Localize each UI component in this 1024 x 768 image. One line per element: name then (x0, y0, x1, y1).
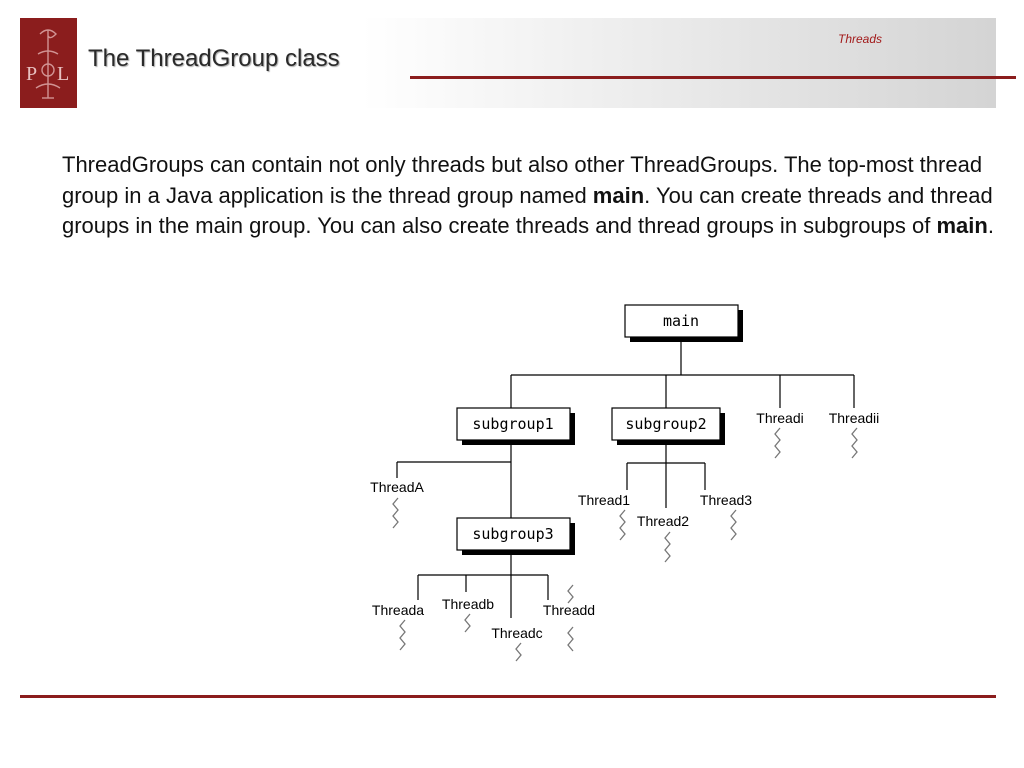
crest-icon: P L (26, 29, 69, 99)
group-box-main: main (624, 304, 743, 342)
squiggle-threadi (774, 427, 781, 459)
tree-connectors (396, 338, 855, 618)
thread-label-threada: Threada (372, 602, 424, 618)
logo-letter-p: P (26, 63, 37, 85)
section-label: Threads (838, 32, 883, 46)
group-box-subgroup1: subgroup1 (456, 407, 575, 445)
group-label-subgroup3: subgroup3 (472, 525, 553, 543)
description-text-1: ThreadGroups can contain not only thread… (62, 152, 983, 208)
squiggle-threadii (851, 427, 858, 459)
thread-label-threadii: Threadii (829, 410, 880, 426)
group-label-subgroup1: subgroup1 (472, 415, 553, 433)
thread-label-threadc: Threadc (491, 625, 542, 641)
group-label-main: main (663, 312, 699, 330)
header-divider (410, 76, 1016, 79)
thread-label-thread2: Thread2 (637, 513, 689, 529)
squiggle-threadA (392, 497, 399, 529)
main-keyword-2: main (936, 213, 988, 238)
thread-squiggles (392, 427, 858, 662)
thread-label-threadi: Threadi (756, 410, 803, 426)
squiggle-threada (399, 619, 406, 651)
description-text-3: . (987, 213, 994, 238)
main-keyword-1: main (592, 182, 645, 208)
thread-label-threadb: Threadb (442, 596, 494, 612)
thread-label-thread3: Thread3 (700, 492, 752, 508)
squiggle-thread3 (730, 509, 737, 541)
logo-letter-l: L (57, 63, 69, 85)
description-paragraph: ThreadGroups can contain not only thread… (62, 150, 1002, 242)
squiggle-thread2 (664, 531, 671, 563)
squiggle-thread1 (619, 509, 626, 541)
thread-label-threadd: Threadd (543, 602, 595, 618)
group-box-subgroup2: subgroup2 (611, 407, 725, 445)
squiggle-threadc (515, 642, 522, 662)
squiggle-threadb (464, 613, 471, 633)
squiggle-threadd (567, 584, 574, 652)
group-label-subgroup2: subgroup2 (625, 415, 706, 433)
thread-label-threadA: ThreadA (370, 479, 424, 495)
slide-header: P L (20, 18, 1016, 108)
group-box-subgroup3: subgroup3 (456, 517, 575, 555)
description-text-2: . You can create threads and thread grou… (62, 182, 993, 239)
slide-title: The ThreadGroup class (88, 45, 340, 72)
university-logo: P L (20, 18, 77, 108)
footer-divider (20, 695, 996, 698)
thread-label-thread1: Thread1 (578, 492, 630, 508)
